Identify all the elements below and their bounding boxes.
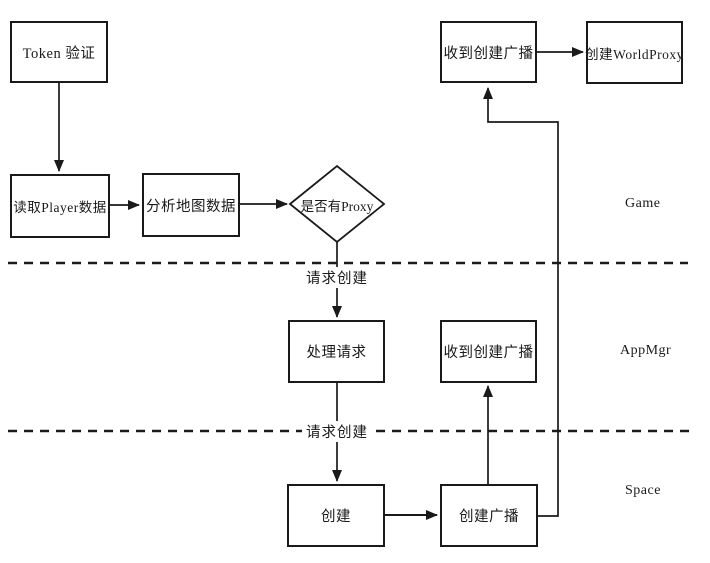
lane-label-appmgr: AppMgr [620,343,672,358]
edge-label-request-create-upper: 请求创建 [302,267,372,288]
node-create-broadcast: 创建广播 [440,484,538,547]
node-recv-create-broadcast-game: 收到创建广播 [440,21,537,83]
node-create: 创建 [287,484,385,547]
edge-label-request-create-lower: 请求创建 [302,421,372,442]
node-recv-create-broadcast-appmgr: 收到创建广播 [440,320,537,383]
node-create-worldproxy: 创建WorldProxy [585,21,683,84]
node-handle-request: 处理请求 [288,320,385,383]
lane-label-space: Space [625,483,661,498]
node-has-proxy-label: 是否有Proxy [300,199,374,214]
has-proxy-decision-shape [288,164,386,244]
edge-create-broadcast-to-recv-broadcast-game [483,87,559,517]
node-analyze-map-data: 分析地图数据 [142,173,240,237]
lane-label-game: Game [625,196,661,211]
node-token-verify: Token 验证 [10,21,108,83]
node-read-player-data: 读取Player数据 [10,174,110,238]
